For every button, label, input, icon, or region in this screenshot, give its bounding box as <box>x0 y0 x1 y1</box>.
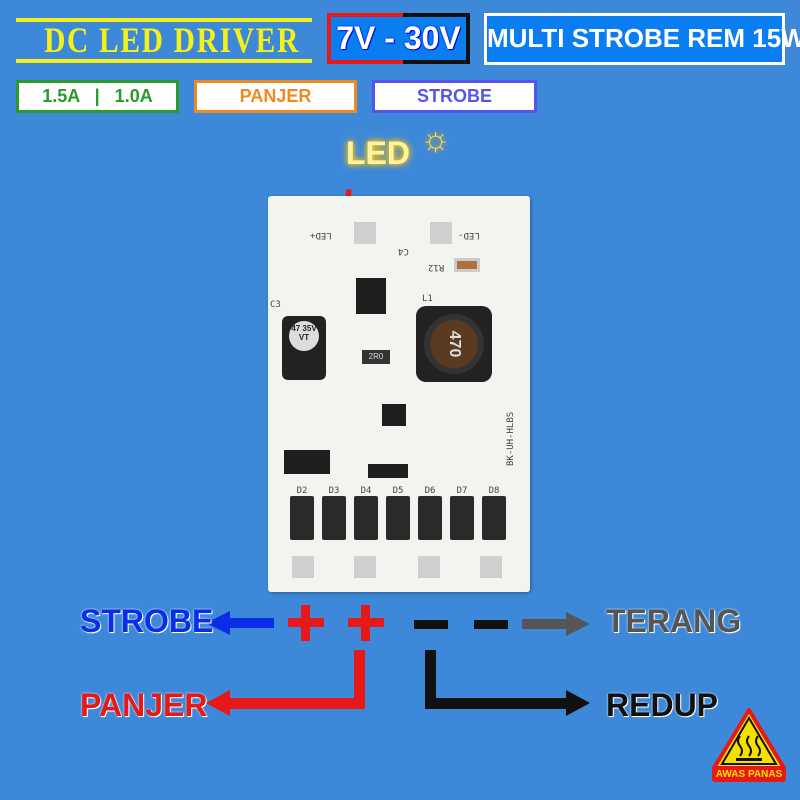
diode <box>290 496 314 540</box>
panjer-arrow <box>206 650 365 716</box>
inductor: 470 <box>416 306 492 382</box>
silk-d5: D5 <box>392 486 404 496</box>
title-banner: DC LED DRIVER <box>16 18 312 63</box>
pad-led-plus <box>354 222 376 244</box>
panjer-tag: PANJER <box>194 80 357 113</box>
terang-arrow <box>522 612 590 636</box>
silk-d4: D4 <box>360 486 372 496</box>
diode <box>386 496 410 540</box>
capacitor-text: 47 35V VT <box>289 321 319 351</box>
redup-label: REDUP <box>606 687 719 723</box>
current-tag: 1.5A | 1.0A <box>16 80 179 113</box>
light-rays-icon: ☼ <box>420 120 452 158</box>
panjer-label: PANJER <box>80 687 208 723</box>
diode-small <box>368 464 408 478</box>
silk-d8: D8 <box>488 486 500 496</box>
strobe-label: STROBE <box>80 603 214 639</box>
pad-1 <box>292 556 314 578</box>
silk-c3: C3 <box>270 300 281 310</box>
strobe-tag: STROBE <box>372 80 537 113</box>
voltage-badge: 7V - 30V <box>327 13 470 64</box>
silk-d6: D6 <box>424 486 436 496</box>
capacitor: 47 35V VT <box>282 316 326 380</box>
minus-signs <box>414 620 508 629</box>
title: DC LED DRIVER <box>44 20 300 60</box>
pad-3 <box>418 556 440 578</box>
diode <box>482 496 506 540</box>
plus-signs <box>288 605 384 641</box>
led-label: LED <box>346 135 410 171</box>
diode <box>322 496 346 540</box>
diode <box>418 496 442 540</box>
hot-warning: AWAS PANAS <box>712 706 786 786</box>
pad-led-minus <box>430 222 452 244</box>
ic-chip <box>356 278 386 314</box>
pad-2 <box>354 556 376 578</box>
silk-l1: L1 <box>422 294 433 304</box>
diode-large <box>284 450 330 474</box>
mcu-chip <box>382 404 406 426</box>
resistor <box>454 258 480 272</box>
terang-label: TERANG <box>606 603 742 639</box>
hot-surface-icon <box>712 708 786 770</box>
product-badge: MULTI STROBE REM 15W <box>484 13 800 65</box>
silk-d7: D7 <box>456 486 468 496</box>
redup-arrow <box>425 650 590 716</box>
silk-d2: D2 <box>296 486 308 496</box>
strobe-arrow <box>206 611 274 635</box>
pad-4 <box>480 556 502 578</box>
warning-text: AWAS PANAS <box>712 768 786 782</box>
resistor-2r0: 2R0 <box>362 350 390 364</box>
diode <box>450 496 474 540</box>
diode-row: D2 D3 D4 D5 D6 D7 D8 <box>290 486 506 540</box>
diode <box>354 496 378 540</box>
pcb-board: LED+ LED- C4 R12 L1 47 35V VT C3 470 2R0… <box>268 196 530 592</box>
silk-d3: D3 <box>328 486 340 496</box>
